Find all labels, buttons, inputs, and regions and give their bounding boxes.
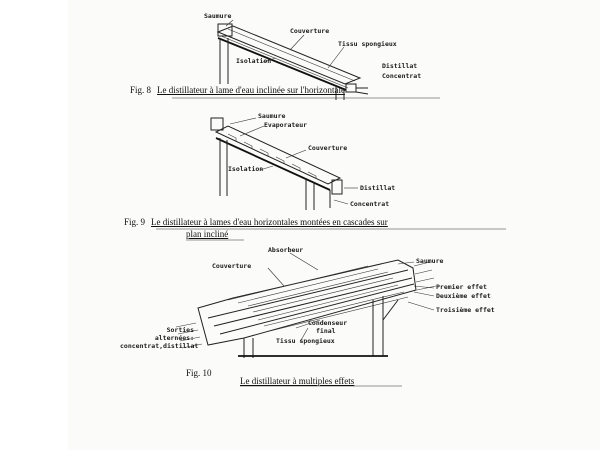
fig8-panel [216,25,362,85]
fig8-saumure-tank [217,23,233,37]
fig10-label-saumure: Saumure [416,257,444,265]
fig8-label-saumure: Saumure [204,12,232,20]
fig10-label-sorties-1: Sorties [166,326,194,334]
fig8-drawing [216,19,369,100]
fig9-caption-text-line2: plan incliné [186,229,229,239]
fig9-label-distillat: Distillat [360,184,396,192]
fig10-label-premier: Premier effet [436,283,487,291]
fig9-saumure-tank [210,117,224,131]
fig8-caption-text: Le distillateur à lame d'eau inclinée su… [157,85,345,95]
fig9-caption-number: Fig. 9 [124,217,146,227]
fig10-caption-number: Fig. 10 [186,368,212,378]
fig8-caption-number: Fig. 8 [130,85,152,95]
fig10-caption-number-wrap: Fig. 10 [186,368,218,378]
fig8-label-concentrat: Concentrat [382,72,422,80]
fig9-label-isolation: Isolation [228,165,264,173]
fig10-label-condenseur-2: final [316,327,336,335]
fig9-drawing [210,117,358,210]
fig8-caption: Fig. 8 Le distillateur à lame d'eau incli… [130,85,345,95]
fig10-label-deuxieme: Deuxième effet [436,292,491,300]
fig10-caption: Le distillateur à multiples effets [240,376,354,386]
fig9-caption: Fig. 9 Le distillateur à lames d'eau hori… [124,217,388,227]
fig9-caption-text-line1: Le distillateur à lames d'eau horizontal… [151,217,388,227]
fig10-label-sorties-2: alternées: [154,334,194,342]
fig10-panel [197,259,417,346]
fig10-label-sorties-3: concentrat,distillat [120,342,199,350]
fig8-label-tissu: Tissu spongieux [338,40,397,48]
fig9-label-evaporateur: Evaporateur [264,121,308,129]
fig10-label-troisieme: Troisième effet [436,306,495,314]
diagram-drawings [156,19,506,387]
fig10-label-tissu: Tissu spongieux [276,337,335,345]
fig9-distillat-collector [331,179,343,195]
fig8-label-isolation: Isolation [236,57,272,65]
fig8-label-couverture: Couverture [290,27,330,35]
scanned-page: Saumure Couverture Tissu spongieux Isola… [68,0,600,450]
fig9-label-saumure: Saumure [258,112,286,120]
fig10-drawing [175,252,437,358]
fig9-label-concentrat: Concentrat [350,200,390,208]
fig10-caption-text: Le distillateur à multiples effets [240,376,355,386]
fig10-label-couverture: Couverture [212,262,252,270]
fig9-caption-line2: plan incliné [186,229,228,239]
fig10-label-absorbeur: Absorbeur [268,246,304,254]
fig9-label-couverture: Couverture [308,144,348,152]
fig9-panel [214,125,342,185]
fig8-label-distillat: Distillat [382,62,418,70]
fig10-label-condenseur-1: Condenseur [308,319,348,327]
